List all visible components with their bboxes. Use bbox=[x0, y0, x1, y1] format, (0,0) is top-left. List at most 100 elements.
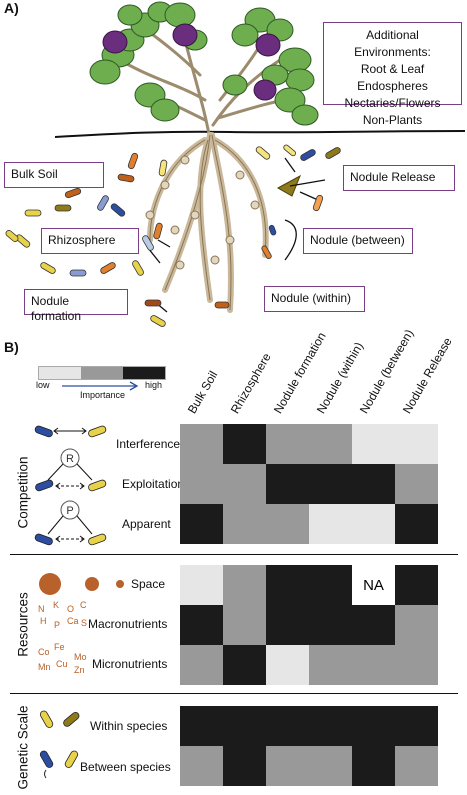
group-divider bbox=[10, 693, 458, 694]
heatmap-cell bbox=[180, 504, 223, 544]
row-label-space: Space bbox=[131, 577, 166, 591]
panel-a-label: A) bbox=[4, 0, 19, 16]
micronutrient-letters-icon: Co Fe Mo Mn Cu Zn bbox=[38, 642, 87, 675]
heatmap-cell bbox=[223, 645, 266, 685]
row-label-macronutrients: Macronutrients bbox=[88, 617, 168, 631]
legend-swatch-low bbox=[39, 367, 81, 379]
heatmap-cell bbox=[352, 706, 395, 746]
macronutrient-letters-icon: N K O C H P Ca S bbox=[38, 600, 87, 630]
between-species-icon bbox=[39, 750, 79, 779]
legend-title: Importance bbox=[80, 390, 126, 400]
row-label-exploitation: Exploitation bbox=[122, 477, 185, 491]
genetic-scale-icons bbox=[39, 710, 80, 779]
apparent-icon: P bbox=[34, 500, 107, 546]
interference-icon bbox=[34, 425, 107, 438]
callout-nodule-release: Nodule Release bbox=[343, 165, 455, 191]
macronutrient-letter: C bbox=[80, 600, 87, 610]
heatmap-cell bbox=[223, 605, 266, 645]
heatmap-cell bbox=[180, 706, 223, 746]
column-label: Bulk Soil bbox=[184, 368, 221, 416]
heatmap-cell bbox=[395, 605, 438, 645]
environment-item: Root & Leaf bbox=[360, 62, 425, 76]
micronutrient-letter: Fe bbox=[54, 642, 65, 652]
heatmap-cell bbox=[266, 424, 309, 464]
heatmap-cell bbox=[266, 746, 309, 786]
legend-high-label: high bbox=[145, 380, 163, 390]
heatmap-cell bbox=[223, 746, 266, 786]
heatmap-cell bbox=[352, 645, 395, 685]
heatmap-cell bbox=[180, 565, 223, 605]
macronutrient-letter: P bbox=[54, 620, 60, 630]
environments-title: Additional Environments: bbox=[354, 28, 431, 59]
within-species-icon bbox=[39, 710, 80, 728]
legend-arrow-icon bbox=[62, 381, 139, 391]
nodule-release-shape bbox=[276, 174, 301, 197]
environment-item: Nectaries/Flowers bbox=[344, 96, 441, 110]
heatmap-cell bbox=[309, 746, 352, 786]
heatmap-cell bbox=[352, 605, 395, 645]
additional-environments-box: Additional Environments: Root & Leaf End… bbox=[323, 22, 462, 127]
heatmap-cell bbox=[266, 504, 309, 544]
legend-swatch-mid bbox=[81, 367, 123, 379]
heatmap-cell bbox=[309, 645, 352, 685]
macronutrient-letter: O bbox=[67, 604, 74, 614]
heatmap-cell bbox=[223, 504, 266, 544]
callout-nodule-formation: Nodule formation bbox=[24, 289, 128, 323]
heatmap-cell bbox=[180, 645, 223, 685]
heatmap-cell-na: NA bbox=[352, 565, 395, 605]
heatmap-cell bbox=[223, 706, 266, 746]
heatmap-cell bbox=[180, 605, 223, 645]
heatmap-cell bbox=[266, 706, 309, 746]
heatmap-cell bbox=[395, 464, 438, 504]
heatmap-cell bbox=[395, 424, 438, 464]
heatmap-cell bbox=[266, 645, 309, 685]
micronutrient-letter: Mn bbox=[38, 662, 51, 672]
heatmap-cell bbox=[223, 424, 266, 464]
heatmap-cell bbox=[352, 746, 395, 786]
heatmap-cell bbox=[309, 464, 352, 504]
macronutrient-letter: K bbox=[53, 600, 59, 610]
heatmap-cell bbox=[180, 424, 223, 464]
heatmap-cell bbox=[395, 746, 438, 786]
legend-swatch-high bbox=[123, 367, 165, 379]
heatmap-cell bbox=[352, 424, 395, 464]
row-label-apparent: Apparent bbox=[122, 517, 171, 531]
importance-legend-bar bbox=[38, 366, 166, 380]
row-label-within-species: Within species bbox=[90, 719, 168, 733]
environment-item: Non-Plants bbox=[362, 113, 423, 127]
macronutrient-letter: H bbox=[40, 616, 47, 626]
row-label-between-species: Between species bbox=[80, 760, 171, 774]
heatmap-cell bbox=[309, 605, 352, 645]
macronutrient-letter: Ca bbox=[67, 616, 79, 626]
heatmap-cell bbox=[395, 706, 438, 746]
soil-surface-line bbox=[54, 130, 466, 138]
macronutrient-letter: N bbox=[38, 604, 45, 614]
resource-p-label: P bbox=[66, 505, 73, 517]
heatmap-cell bbox=[180, 746, 223, 786]
space-icon bbox=[39, 573, 124, 595]
environment-item: Endospheres bbox=[357, 79, 428, 93]
heatmap-cell bbox=[395, 504, 438, 544]
heatmap-cell bbox=[180, 464, 223, 504]
row-label-interference: Interference bbox=[116, 437, 181, 451]
heatmap-cell bbox=[266, 464, 309, 504]
heatmap-cell bbox=[309, 424, 352, 464]
micronutrient-letter: Zn bbox=[74, 665, 85, 675]
heatmap-cell bbox=[395, 645, 438, 685]
callout-nodule-between: Nodule (between) bbox=[303, 228, 413, 254]
competition-icons: R P bbox=[34, 425, 107, 546]
heatmap-cell bbox=[395, 565, 438, 605]
column-label: Rhizosphere bbox=[227, 350, 274, 416]
exploitation-icon: R bbox=[35, 448, 107, 492]
row-label-micronutrients: Micronutrients bbox=[92, 657, 168, 671]
heatmap-cell bbox=[309, 504, 352, 544]
heatmap-cell bbox=[309, 565, 352, 605]
panel-b-label: B) bbox=[4, 339, 19, 355]
group-label-resources: Resources bbox=[15, 592, 31, 657]
macronutrient-letter: S bbox=[81, 618, 87, 628]
callout-bulk-soil: Bulk Soil bbox=[4, 162, 104, 188]
callout-nodule-within: Nodule (within) bbox=[264, 286, 365, 312]
resource-icons: N K O C H P Ca S Co Fe Mo Mn Cu Zn bbox=[38, 573, 124, 675]
micronutrient-letter: Co bbox=[38, 647, 50, 657]
callout-rhizosphere: Rhizosphere bbox=[41, 228, 139, 254]
